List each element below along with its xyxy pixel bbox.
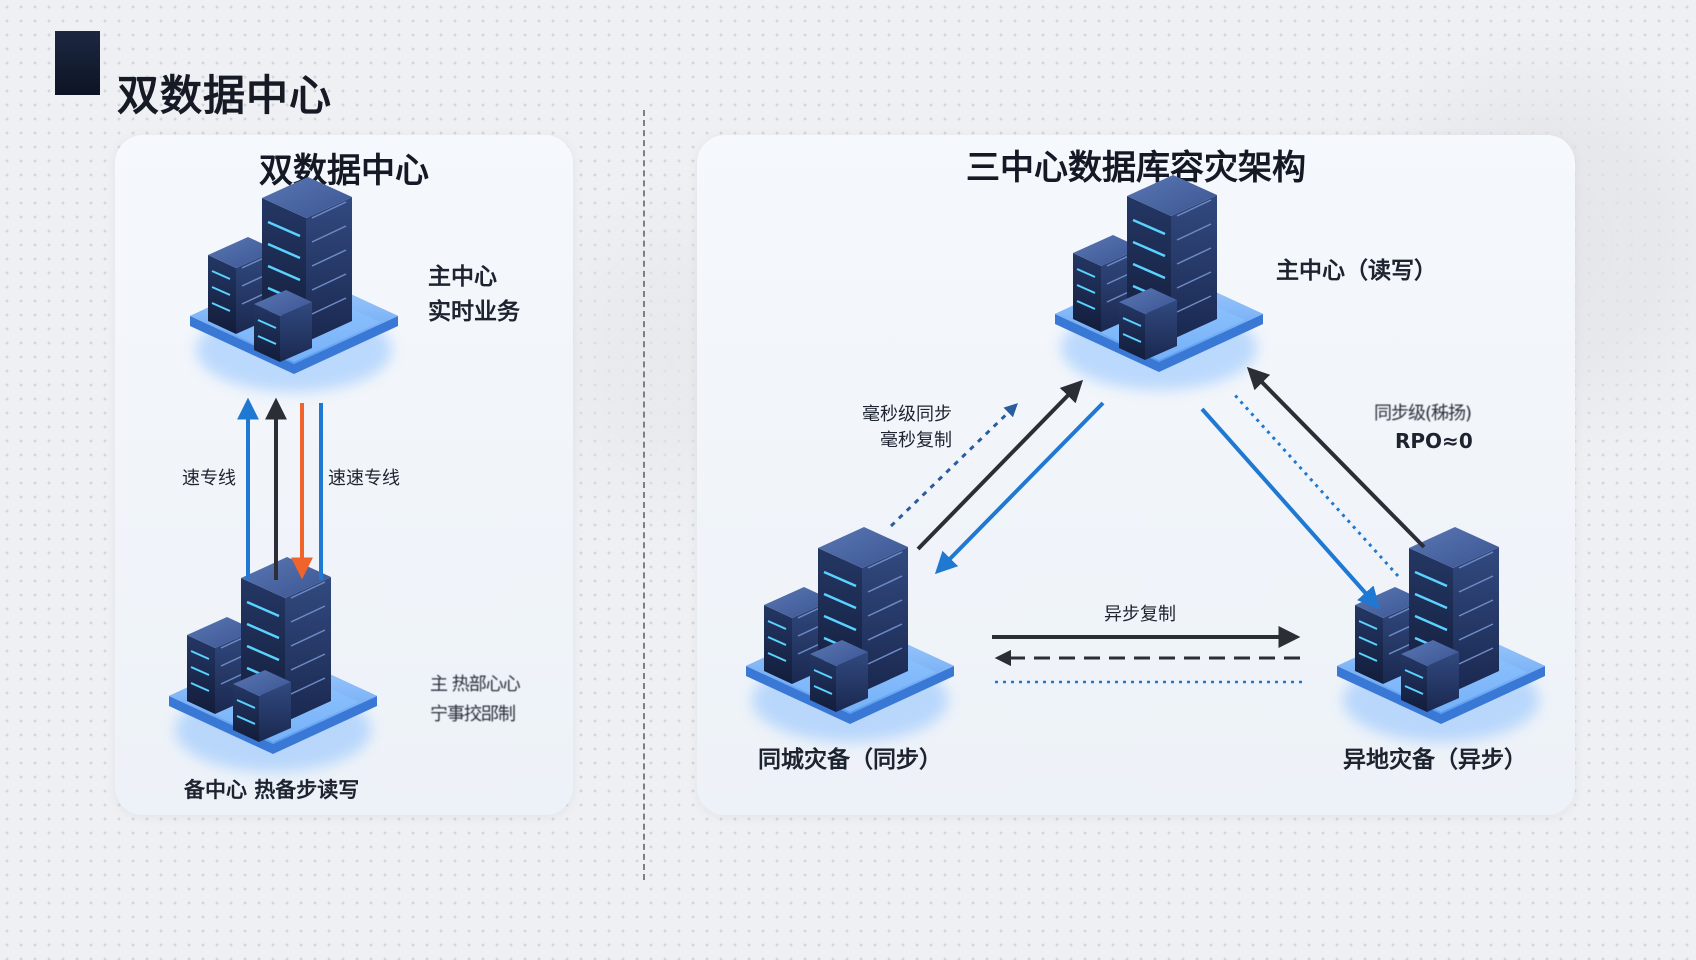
left-link-label-line2: 毫秒复制 (880, 430, 952, 451)
dual-datacenter-panel-title: 双数据中心 (259, 151, 429, 191)
backup-side-label-line2: 宁事挍郘制 (430, 704, 516, 725)
right-link-label-line2: RPO≈0 (1395, 429, 1473, 453)
primary-center-server-icon (190, 177, 398, 392)
remote-dr-server-icon (1337, 527, 1545, 742)
local-to-main-dotted-arrow (889, 403, 1018, 528)
title-accent-bar (55, 31, 100, 95)
right-link-label-line1: 同步级(秭扬) (1374, 403, 1472, 424)
section-divider (643, 110, 645, 880)
local-to-main-arrow (916, 379, 1084, 551)
backup-center-caption: 备中心 热备步读写 (184, 778, 360, 802)
right-link-label: 速速专线 (328, 468, 400, 489)
backup-center-server-icon (169, 557, 377, 772)
main-to-local-arrow (934, 401, 1105, 575)
local-dr-server-icon (746, 527, 954, 742)
async-replication-label: 异步复制 (1104, 604, 1176, 625)
local-dr-caption: 同城灾备（同步） (758, 747, 942, 773)
main-to-remote-arrow (1200, 407, 1380, 610)
remote-to-main-arrow (1246, 366, 1426, 549)
left-link-label: 速专线 (182, 468, 236, 489)
main-center-label: 主中心（读写） (1276, 258, 1437, 284)
primary-center-label-line1: 主中心 (428, 264, 497, 290)
remote-main-dotted-line (1231, 391, 1400, 578)
left-link-label-line1: 毫秒级同步 (862, 404, 952, 425)
page-title: 双数据中心 (117, 71, 333, 120)
backup-side-label-line1: 主 热部心心 (430, 674, 521, 695)
remote-dr-caption: 异地灾备（异步） (1343, 747, 1527, 773)
three-center-panel-title: 三中心数据库容灾架构 (966, 148, 1306, 188)
primary-center-label-line2: 实时业务 (428, 299, 520, 325)
main-center-server-icon (1055, 175, 1263, 390)
